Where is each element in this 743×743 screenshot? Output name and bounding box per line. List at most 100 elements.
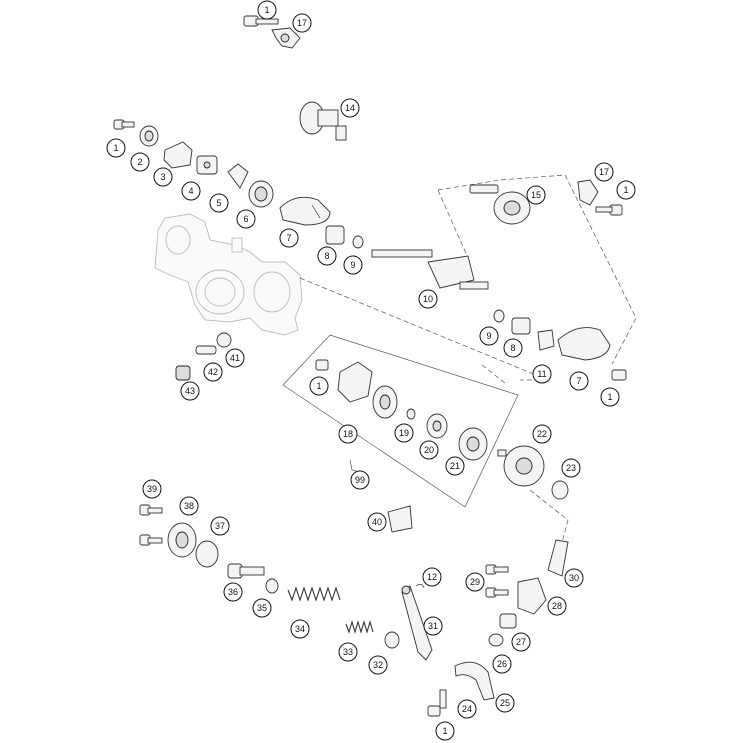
callout-number: 12 — [427, 572, 437, 582]
washer-41 — [216, 332, 232, 348]
bolt-1-inner — [315, 359, 329, 371]
callout-28: 28 — [547, 596, 567, 616]
callout-circle — [394, 423, 414, 443]
callout-number: 38 — [184, 501, 194, 511]
callout-number: 1 — [607, 392, 612, 402]
callout-number: 1 — [264, 5, 269, 15]
callout-circle — [130, 152, 150, 172]
callout-circle — [561, 458, 581, 478]
callout-33: 33 — [338, 642, 358, 662]
callout-22: 22 — [532, 424, 552, 444]
callout-7: 7 — [569, 371, 589, 391]
callout-32: 32 — [368, 655, 388, 675]
bolt-29-b — [485, 587, 509, 598]
callout-circle — [594, 162, 614, 182]
callout-number: 41 — [230, 353, 240, 363]
callout-1: 1 — [616, 180, 636, 200]
bolt-39-b — [139, 534, 163, 546]
gear-22 — [497, 445, 545, 487]
guide-25 — [454, 661, 495, 701]
callout-circle — [180, 381, 200, 401]
callout-circle — [292, 13, 312, 33]
callout-27: 27 — [511, 632, 531, 652]
clip-12 — [415, 584, 425, 589]
callout-6: 6 — [236, 209, 256, 229]
callout-15: 15 — [526, 185, 546, 205]
callout-circle — [532, 364, 552, 384]
callout-circle — [223, 582, 243, 602]
callout-29: 29 — [465, 572, 485, 592]
callout-number: 99 — [355, 475, 365, 485]
callout-24: 24 — [457, 699, 477, 719]
callout-9: 9 — [343, 255, 363, 275]
flange-38 — [167, 522, 197, 558]
callout-8: 8 — [317, 246, 337, 266]
bushing-8-right — [511, 317, 531, 335]
callout-number: 39 — [147, 484, 157, 494]
callout-8: 8 — [503, 338, 523, 358]
callout-number: 33 — [343, 647, 353, 657]
callout-circle — [290, 619, 310, 639]
callout-circle — [367, 512, 387, 532]
impeller-18 — [337, 361, 398, 419]
housing-28 — [517, 577, 547, 615]
callout-17: 17 — [594, 162, 614, 182]
callout-39: 39 — [142, 479, 162, 499]
callout-11: 11 — [532, 364, 552, 384]
guide-4 — [196, 155, 218, 175]
callout-circle — [225, 348, 245, 368]
callout-number: 11 — [537, 369, 546, 379]
shift-drum-15 — [469, 184, 531, 225]
plate-7-left — [279, 196, 331, 226]
washer-19 — [406, 408, 416, 420]
callout-circle — [181, 181, 201, 201]
callout-number: 7 — [286, 233, 291, 243]
callout-number: 25 — [500, 698, 510, 708]
callout-number: 28 — [552, 601, 562, 611]
shift-shaft-10 — [371, 249, 489, 290]
callout-circle — [423, 616, 443, 636]
lever-31 — [401, 585, 433, 661]
shaft-14 — [299, 101, 347, 141]
callout-number: 8 — [510, 343, 515, 353]
callout-35: 35 — [252, 598, 272, 618]
callout-number: 40 — [372, 517, 382, 527]
callout-circle — [418, 289, 438, 309]
callout-circle — [495, 693, 515, 713]
callout-circle — [309, 376, 329, 396]
bracket-17-top — [271, 27, 301, 49]
callout-circle — [526, 185, 546, 205]
callout-1: 1 — [435, 721, 455, 741]
callout-4: 4 — [181, 181, 201, 201]
callout-number: 4 — [188, 186, 193, 196]
callout-number: 30 — [569, 573, 579, 583]
callout-circle — [279, 228, 299, 248]
callout-number: 18 — [343, 429, 353, 439]
callout-number: 22 — [537, 429, 547, 439]
callout-circle — [252, 598, 272, 618]
callout-1: 1 — [257, 0, 277, 20]
callout-9: 9 — [479, 326, 499, 346]
callout-number: 42 — [208, 367, 218, 377]
callout-number: 36 — [228, 587, 238, 597]
callout-number: 21 — [450, 461, 460, 471]
callout-circle — [600, 387, 620, 407]
callout-circle — [203, 362, 223, 382]
callout-circle — [616, 180, 636, 200]
callout-circle — [338, 642, 358, 662]
ring-26 — [488, 633, 504, 647]
callout-circle — [569, 371, 589, 391]
callout-circle — [317, 246, 337, 266]
callout-number: 37 — [215, 521, 225, 531]
callout-circle — [368, 655, 388, 675]
callout-circle — [564, 568, 584, 588]
callout-number: 35 — [257, 603, 267, 613]
callout-circle — [257, 0, 277, 20]
callout-number: 1 — [316, 381, 321, 391]
bolt-29-a — [485, 564, 509, 575]
callout-number: 5 — [216, 198, 221, 208]
callout-2: 2 — [130, 152, 150, 172]
valve-36 — [227, 563, 265, 579]
callout-number: 1 — [113, 143, 118, 153]
washer-9-right — [493, 309, 505, 323]
